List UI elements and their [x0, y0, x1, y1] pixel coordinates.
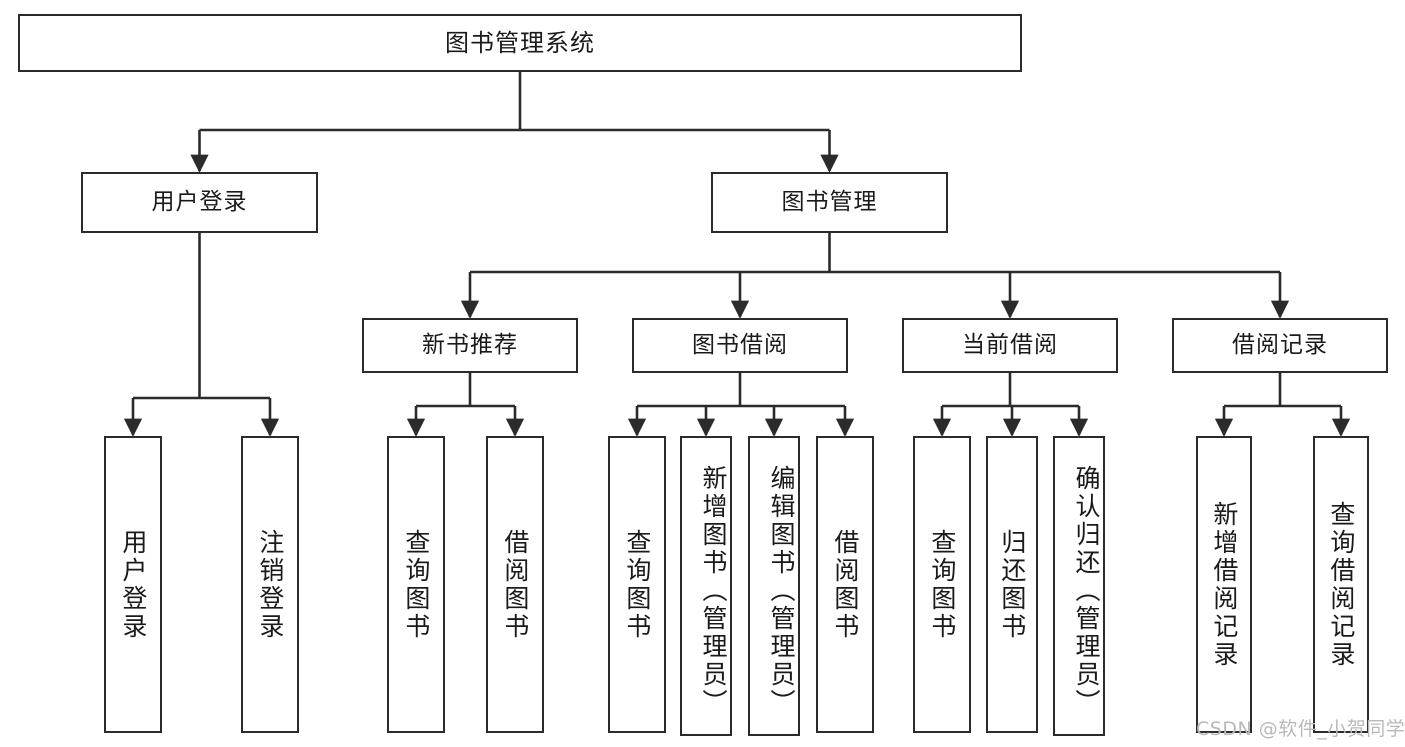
node-label: 编辑图书（管理员） — [767, 465, 796, 717]
node-leaf-edit-book: 编辑图书（管理员） — [748, 436, 800, 736]
node-label: 注销登录 — [255, 528, 285, 641]
node-label: 用户登录 — [151, 188, 248, 215]
node-new-book-recommend: 新书推荐 — [362, 318, 578, 373]
node-leaf-add-record: 新增借阅记录 — [1196, 436, 1252, 733]
node-leaf-return-book: 归还图书 — [986, 436, 1038, 733]
node-leaf-query-book-3: 查询图书 — [913, 436, 971, 733]
node-label: 确认归还（管理员） — [1072, 465, 1101, 717]
node-leaf-query-record: 查询借阅记录 — [1313, 436, 1369, 733]
node-label: 新增图书（管理员） — [699, 465, 728, 717]
node-label: 图书管理 — [781, 188, 878, 215]
node-leaf-query-book-2: 查询图书 — [608, 436, 666, 733]
node-label: 查询图书 — [622, 528, 652, 641]
node-label: 用户登录 — [118, 528, 148, 641]
node-label: 借阅图书 — [500, 528, 530, 641]
node-leaf-logout-login: 注销登录 — [241, 436, 299, 733]
node-label: 新书推荐 — [422, 331, 518, 358]
node-book-borrow: 图书借阅 — [632, 318, 848, 373]
node-book-manage: 图书管理 — [711, 172, 948, 233]
node-leaf-borrow-book-2: 借阅图书 — [816, 436, 874, 733]
node-user-login: 用户登录 — [81, 172, 318, 233]
node-label: 查询图书 — [401, 528, 431, 641]
node-leaf-add-book: 新增图书（管理员） — [680, 436, 732, 736]
node-current-borrow: 当前借阅 — [902, 318, 1118, 373]
csdn-watermark: CSDN @软件_小贺同学 — [1196, 718, 1405, 740]
node-borrow-record: 借阅记录 — [1172, 318, 1388, 373]
node-label: 借阅图书 — [830, 528, 860, 641]
node-label: 查询图书 — [927, 528, 957, 641]
node-label: 图书借阅 — [692, 331, 788, 358]
node-root: 图书管理系统 — [18, 14, 1022, 72]
node-label: 借阅记录 — [1232, 331, 1328, 358]
node-label: 图书管理系统 — [445, 28, 595, 57]
node-label: 归还图书 — [997, 528, 1027, 641]
node-leaf-query-book-1: 查询图书 — [387, 436, 445, 733]
node-label: 查询借阅记录 — [1326, 500, 1356, 669]
node-label: 新增借阅记录 — [1209, 500, 1239, 669]
node-leaf-borrow-book-1: 借阅图书 — [486, 436, 544, 733]
node-label: 当前借阅 — [962, 331, 1058, 358]
node-leaf-user-login: 用户登录 — [104, 436, 162, 733]
node-leaf-confirm-return: 确认归还（管理员） — [1053, 436, 1105, 736]
